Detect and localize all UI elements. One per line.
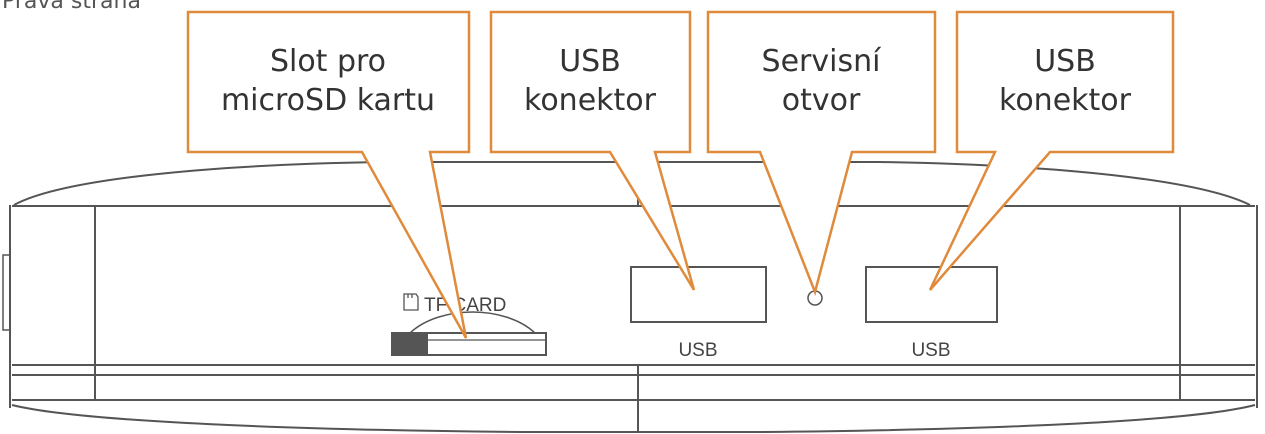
usb-left-label: USB xyxy=(678,340,717,361)
usb-port-left: USB xyxy=(630,266,767,361)
slot-arc xyxy=(409,311,536,334)
callout-usb-1-line1: USB xyxy=(559,44,621,79)
callout-service-line2: otvor xyxy=(782,83,861,118)
usb-port-right: USB xyxy=(865,266,998,361)
microsd-slot-fill xyxy=(392,333,428,355)
callout-box-usb-1 xyxy=(489,10,696,291)
microsd-slot: TF CARD xyxy=(391,293,547,356)
usb-right-label: USB xyxy=(911,340,950,361)
device-body xyxy=(2,161,1258,433)
side-button xyxy=(2,254,11,331)
device-bottom-edge xyxy=(11,404,1256,433)
callout-usb-1-line2: konektor xyxy=(524,83,657,118)
callout-microsd-line2: microSD kartu xyxy=(221,83,435,118)
callout-box-microsd xyxy=(186,10,471,339)
callout-microsd-line1: Slot pro xyxy=(270,44,386,79)
callout-usb-2-line2: konektor xyxy=(999,83,1132,118)
callout-box-service xyxy=(706,10,937,297)
callout-usb-2-line1: USB xyxy=(1034,44,1096,79)
microsd-card-icon xyxy=(403,293,419,311)
page-heading: Pravá strana xyxy=(2,0,141,14)
callout-service-line1: Servisní xyxy=(762,44,883,79)
callout-box-usb-2 xyxy=(928,10,1175,291)
